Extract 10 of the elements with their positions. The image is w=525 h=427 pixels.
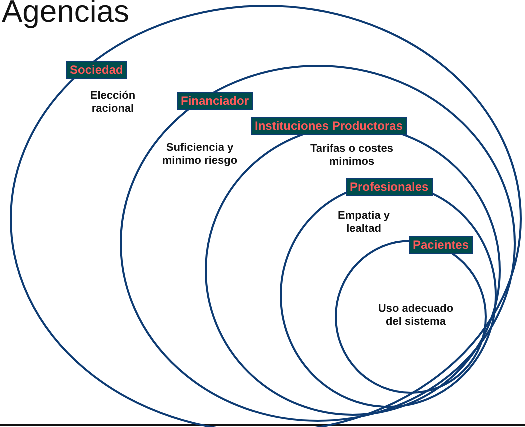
description-text: Elección racional: [89, 90, 137, 115]
level-label: Pacientes: [409, 236, 474, 254]
level-label: Instituciones Productoras: [251, 117, 408, 135]
description-text: Empatia y lealtad: [337, 210, 391, 235]
level-label: Profesionales: [346, 178, 433, 196]
level-label: Sociedad: [66, 61, 128, 79]
description-text: Suficiencia y minimo riesgo: [161, 142, 239, 167]
description-text: Tarifas o costes minimos: [310, 143, 394, 168]
level-label: Financiador: [177, 92, 254, 110]
description-text: Uso adecuado del sistema: [377, 303, 455, 328]
